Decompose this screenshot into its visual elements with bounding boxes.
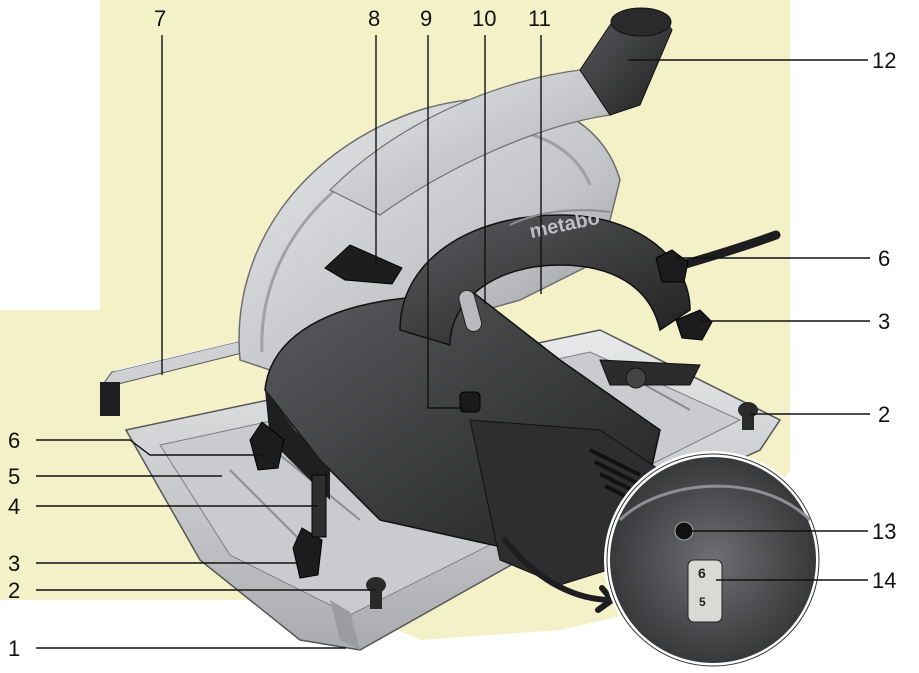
callout-11: 11 — [528, 6, 551, 31]
callout-2-left: 2 — [8, 578, 20, 603]
callout-8: 8 — [368, 6, 380, 31]
adjust-knob-right — [675, 309, 713, 341]
wheel-digit-upper: 6 — [698, 565, 706, 581]
callout-1: 1 — [8, 636, 20, 661]
callout-4: 4 — [8, 494, 20, 519]
main-handle: metabo — [399, 207, 701, 389]
callout-3-right: 3 — [878, 309, 890, 334]
detail-magnifier: 6 5 — [604, 451, 822, 669]
callout-5: 5 — [8, 464, 20, 489]
callout-6-right: 6 — [878, 246, 890, 271]
depth-lever — [324, 244, 403, 285]
switch-lock-button — [458, 289, 483, 333]
callout-2-right: 2 — [878, 402, 890, 427]
bevel-clamp-knob-front — [249, 421, 285, 471]
callout-9: 9 — [420, 6, 432, 31]
callout-10: 10 — [472, 6, 496, 31]
callout-6-left: 6 — [8, 428, 20, 453]
wheel-digit-lower: 5 — [699, 595, 706, 609]
speed-adjust-wheel — [687, 559, 723, 623]
adjust-knob-left — [292, 527, 323, 579]
callout-7: 7 — [154, 6, 166, 31]
callout-14: 14 — [872, 568, 896, 593]
zoom-pointer-arrow — [502, 537, 619, 613]
parallel-guide-rail — [100, 337, 255, 416]
callout-labels: 1 2 3 4 5 6 7 8 9 10 11 12 6 3 2 13 14 — [8, 6, 896, 661]
spindle-lock-button — [459, 391, 481, 413]
leader-lines — [36, 35, 870, 649]
callout-13: 13 — [872, 519, 896, 544]
callout-12: 12 — [872, 48, 896, 73]
dust-extraction-port — [328, 7, 673, 216]
callout-3-left: 3 — [8, 551, 20, 576]
wing-nut-front — [366, 577, 386, 609]
